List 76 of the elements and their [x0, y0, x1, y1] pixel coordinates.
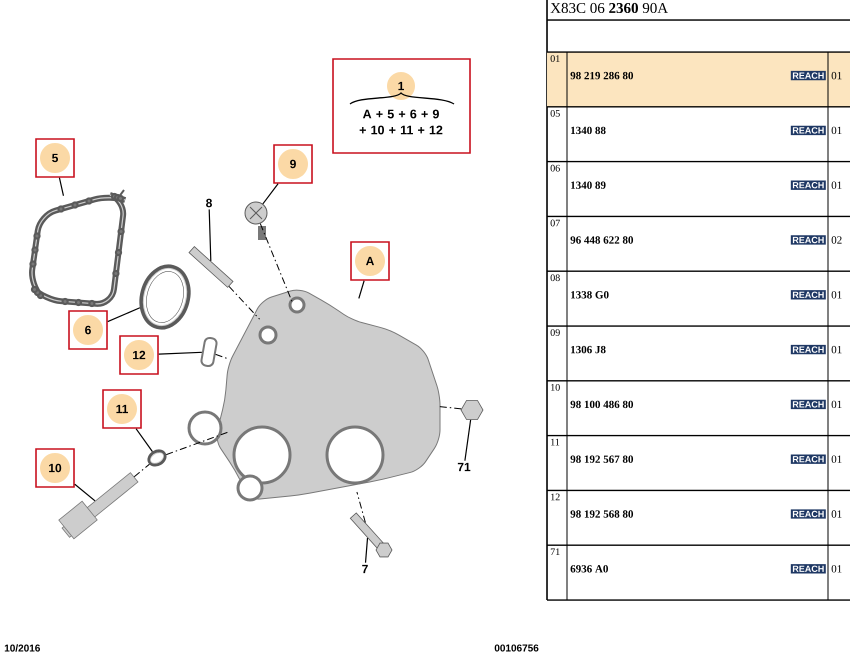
assembly-line: [134, 464, 150, 478]
quantity: 01: [832, 400, 842, 408]
callout-number: 7: [362, 564, 368, 574]
row-number: 05: [550, 110, 560, 117]
callout-number: 71: [458, 462, 470, 472]
leader-line: [364, 538, 368, 563]
date-label: 10/2016: [4, 644, 40, 652]
kit-callout-box: 1 A + 5 + 6 + 9 + 10 + 11 + 12: [332, 58, 471, 154]
bolt-drawing: [350, 512, 392, 558]
assembly-line: [260, 223, 292, 302]
quantity: 01: [832, 346, 842, 354]
leader-line: [108, 307, 140, 322]
row-number: 12: [551, 494, 560, 500]
leader-line: [58, 178, 64, 196]
leader-line: [208, 209, 212, 261]
reach-badge: REACH: [790, 400, 826, 410]
callout-number: 11: [102, 389, 142, 429]
part-number: 98 100 486 80: [570, 400, 634, 408]
seal-ring-drawing: [147, 449, 167, 467]
part-number: 98 219 286 80: [570, 72, 634, 80]
plug-drawing: [244, 202, 268, 240]
part-number: 1340 89: [571, 182, 606, 189]
callout-number: 9: [273, 144, 313, 184]
reach-badge: REACH: [790, 344, 826, 354]
o-ring-drawing: [139, 264, 191, 330]
callout-number: 10: [35, 448, 75, 488]
leader-line: [136, 428, 153, 452]
row-number: 06: [550, 164, 560, 172]
callout-number: 12: [119, 335, 159, 375]
leader-line: [464, 420, 472, 461]
quantity: 02: [832, 236, 842, 244]
part-number: 6936 A0: [570, 565, 608, 573]
callout-number: 6: [68, 310, 108, 350]
quantity: 01: [832, 126, 842, 134]
row-number: 01: [550, 55, 560, 62]
leader-line: [358, 280, 365, 299]
callout-number: 8: [206, 198, 212, 208]
reach-badge: REACH: [790, 290, 826, 300]
row-number: 07: [550, 220, 560, 226]
row-number: 08: [550, 274, 560, 282]
quantity: 01: [832, 510, 842, 518]
assembly-line: [356, 492, 366, 523]
callout-number: 5: [35, 138, 75, 178]
nut-drawing: [460, 400, 484, 420]
quantity: 01: [832, 456, 842, 463]
leader-line: [262, 183, 279, 204]
part-number: 96 448 622 80: [570, 236, 634, 244]
part-number: 1340 88: [571, 126, 606, 134]
gasket-drawing: [29, 189, 128, 308]
quantity: 01: [832, 565, 842, 573]
leader-line: [158, 352, 202, 355]
clip-drawing: [200, 336, 218, 368]
row-number: 11: [551, 438, 560, 446]
assembly-line: [228, 286, 260, 320]
table-header: X83C 06 2360 90A: [550, 2, 668, 14]
quantity: 01: [832, 72, 842, 80]
row-number: 71: [550, 548, 560, 555]
reach-badge: REACH: [790, 235, 826, 245]
part-number: 98 192 568 80: [570, 510, 634, 518]
leader-line: [74, 484, 96, 502]
reach-badge: REACH: [790, 454, 826, 464]
part-number: 98 192 567 80: [570, 456, 634, 463]
callout-number: A: [350, 241, 390, 281]
quantity: 01: [832, 291, 842, 298]
part-number: 1306 J8: [571, 346, 606, 354]
part-number: 1338 G0: [571, 291, 609, 298]
reach-badge: REACH: [790, 126, 826, 136]
reach-badge: REACH: [790, 564, 826, 574]
assembly-line: [166, 431, 230, 456]
reach-badge: REACH: [790, 509, 826, 519]
row-number: 10: [551, 384, 560, 391]
quantity: 01: [832, 182, 842, 189]
drawing-number: 00106756: [494, 644, 538, 652]
housing-drawing: [188, 290, 440, 502]
row-number: 09: [550, 329, 560, 336]
reach-badge: REACH: [790, 180, 826, 190]
